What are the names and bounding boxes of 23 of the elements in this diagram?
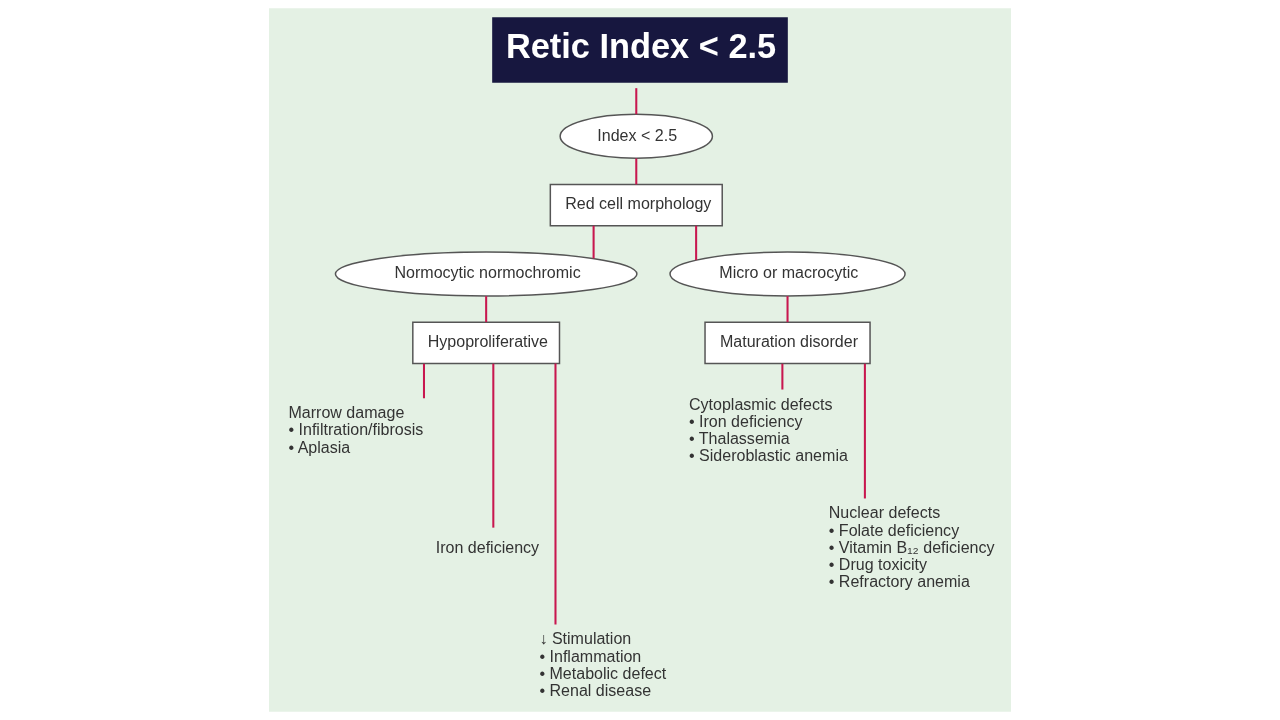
connector <box>635 88 638 115</box>
node-text: Iron deficiency <box>435 537 540 556</box>
node-ellipse: Micro or macrocytic <box>669 251 906 297</box>
connector <box>781 363 784 390</box>
connector <box>635 158 638 185</box>
node-box: Red cell morphology <box>549 183 723 227</box>
connector <box>485 296 488 323</box>
node-box: Hypoproliferative <box>412 321 561 365</box>
connector <box>695 225 698 261</box>
node-ellipse: Normocytic normochromic <box>334 251 638 297</box>
node-text: Marrow damage • Infiltration/fibrosis • Aplasia <box>288 403 424 456</box>
node-text: Cytoplasmic defects • Iron deficiency • Thalassemia • Sideroblastic anemia <box>688 394 848 465</box>
connector <box>786 296 789 323</box>
node-text: ↓ Stimulation • Inflammation • Metabolic defect • Renal disease <box>539 629 667 700</box>
connector <box>863 363 866 499</box>
diagram-title: Retic Index < 2.5 <box>505 26 777 65</box>
connector <box>592 225 595 259</box>
connector <box>492 363 495 528</box>
node-box: Maturation disorder <box>704 321 871 365</box>
node-text: Nuclear defects • Folate deficiency • Vitamin B₁₂ deficiency • Drug toxicity • Refractory anemia <box>828 503 995 591</box>
connector <box>554 363 557 625</box>
node-ellipse: Index < 2.5 <box>559 113 714 159</box>
connector <box>422 363 425 399</box>
